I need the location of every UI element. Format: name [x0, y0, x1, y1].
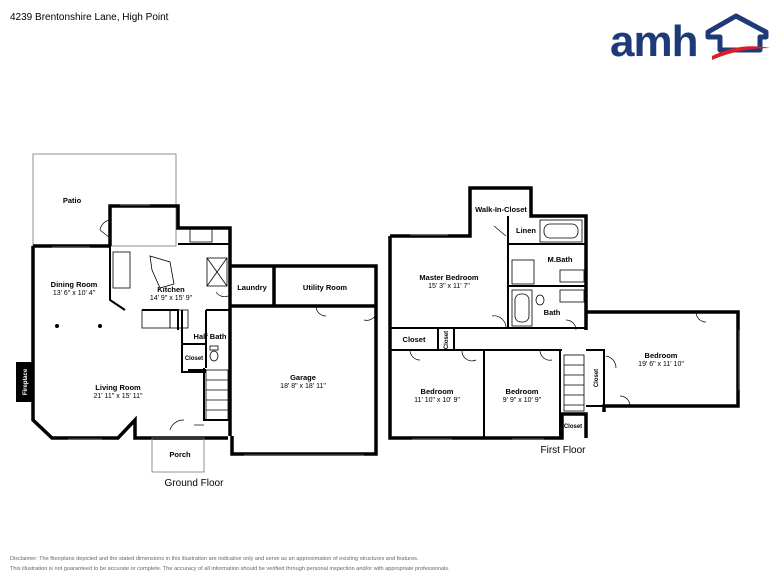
kitchen-label: Kitchen — [157, 285, 185, 294]
bedroom-2-label: Bedroom — [506, 387, 539, 396]
first-floor-label: First Floor — [541, 445, 587, 456]
bedroom-3-label: Bedroom — [645, 351, 678, 360]
patio-label: Patio — [63, 196, 82, 205]
bedroom-2-dim: 9' 9" x 10' 9" — [503, 397, 542, 404]
utility-room-label: Utility Room — [303, 283, 347, 292]
ground-floor-outer-wall — [33, 204, 232, 436]
disclaimer-line-1: Disclaimer: The floorplans depicted and … — [10, 556, 419, 562]
garage-label: Garage — [290, 373, 316, 382]
porch-area — [151, 437, 205, 473]
ground-floor-label: Ground Floor — [165, 478, 225, 489]
amh-logo: amh — [610, 13, 770, 64]
bedroom-3-dim: 19' 6" x 11' 10" — [638, 361, 684, 368]
dining-room-label: Dining Room — [51, 280, 98, 289]
bath-label: Bath — [544, 308, 561, 317]
walk-in-closet-label: Walk-In-Closet — [475, 205, 527, 214]
fireplace — [16, 362, 32, 402]
property-address: 4239 Brentonshire Lane, High Point — [10, 12, 169, 23]
closet-ground-label: Closet — [185, 356, 203, 362]
master-bath-label: M.Bath — [548, 255, 573, 264]
fireplace-label: Fireplace — [23, 368, 29, 395]
laundry-label: Laundry — [237, 283, 267, 292]
porch-label: Porch — [169, 450, 191, 459]
linen-label: Linen — [516, 226, 536, 235]
master-bedroom-label: Master Bedroom — [419, 273, 479, 282]
logo-text: amh — [610, 17, 697, 64]
closet-d-label: Closet — [564, 424, 582, 430]
half-bath-label: Half Bath — [194, 332, 227, 341]
bedroom-1-dim: 11' 10" x 10' 9" — [414, 397, 460, 404]
living-room-label: Living Room — [95, 383, 141, 392]
kitchen-dim: 14' 9" x 15' 9" — [150, 295, 193, 302]
closet-c-label: Closet — [594, 369, 600, 387]
closet-b-label: Closet — [444, 331, 450, 349]
first-floor-outer-wall — [390, 186, 588, 330]
patio-area — [32, 153, 177, 247]
bedroom-1-label: Bedroom — [421, 387, 454, 396]
garage-dim: 18' 8" x 18' 11" — [280, 383, 326, 390]
disclaimer-line-2: This illustration is not guaranteed to b… — [10, 566, 450, 572]
dining-room-dim: 13' 6" x 10' 4" — [53, 290, 96, 297]
garage-wall — [230, 264, 378, 456]
master-bedroom-dim: 15' 3" x 11' 7" — [428, 283, 470, 290]
living-room-dim: 21' 11" x 15' 11" — [93, 393, 143, 400]
closet-a-label: Closet — [403, 335, 426, 344]
